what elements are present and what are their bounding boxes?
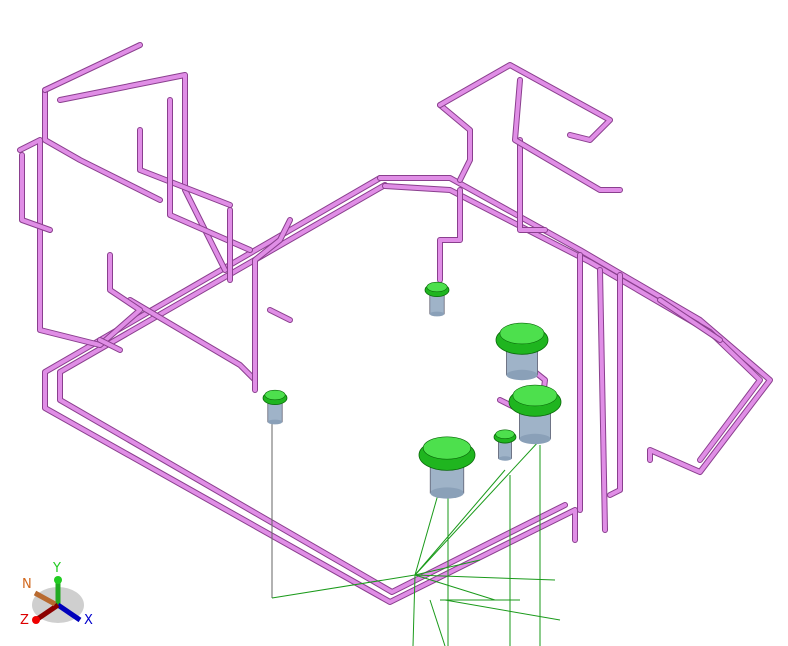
pipe-segment [20, 153, 52, 232]
x-axis-icon [56, 602, 82, 623]
pipe-segment [43, 43, 142, 92]
equipment [262, 281, 562, 499]
support-lines [271, 415, 561, 646]
pipe-segment [377, 175, 773, 475]
pipe-segment [378, 176, 772, 474]
pipe-segment [168, 98, 252, 252]
z-axis-icon [34, 602, 60, 623]
pipe-segment [19, 152, 53, 233]
support-line [414, 574, 556, 581]
pipe-segment [437, 187, 463, 283]
pipe-segment [383, 184, 762, 462]
pipe-segment [138, 128, 232, 207]
pipe-segment [128, 298, 257, 382]
pipe-segment [43, 88, 162, 202]
y-axis-tip [54, 576, 62, 584]
pipe-segment [438, 188, 462, 282]
n-axis-icon [33, 590, 57, 607]
support-line [412, 574, 416, 646]
support-line [429, 599, 446, 646]
vessel[interactable] [493, 429, 517, 461]
pipe-segment [608, 273, 622, 497]
y-axis-label: Y [52, 561, 61, 576]
vessel[interactable] [418, 436, 476, 499]
pipe-segment [58, 183, 567, 594]
pipe-segment [598, 268, 607, 532]
axis-triad: Y N Z X [20, 561, 93, 628]
pipe-segment [253, 218, 292, 392]
vessel[interactable] [262, 389, 288, 425]
pipe-segment [658, 298, 722, 342]
pipe-segment [513, 78, 622, 192]
n-axis-label: N [22, 577, 32, 592]
support-line [414, 469, 506, 576]
support-line [414, 574, 496, 601]
vessel[interactable] [424, 281, 450, 317]
pipe-segment [268, 308, 292, 322]
x-axis-label: X [84, 613, 93, 628]
z-axis-label: Z [20, 613, 29, 628]
pipe-segment [438, 63, 612, 142]
pipe-segment [57, 182, 568, 595]
support-line [444, 599, 561, 621]
vessel[interactable] [495, 322, 549, 381]
pipe-segment [518, 138, 547, 232]
vessel[interactable] [508, 384, 562, 445]
support-line [414, 439, 541, 576]
pipe-segment [98, 338, 122, 352]
pipe-network [17, 42, 773, 605]
z-axis-tip [32, 616, 40, 624]
support-line [271, 574, 416, 599]
pipe-segment [438, 103, 472, 182]
pipe-segment [18, 138, 142, 347]
